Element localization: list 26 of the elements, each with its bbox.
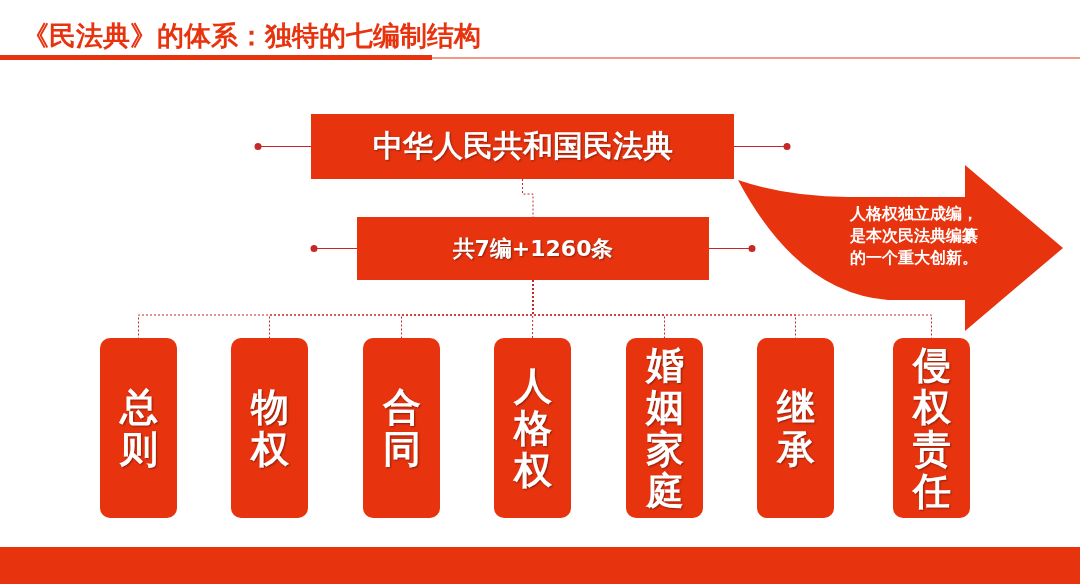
dot-line	[733, 143, 791, 150]
part-box	[363, 338, 440, 518]
callout-text: 人格权独立成编，是本次民法典编纂的一个重大创新。	[850, 203, 979, 269]
part-label: 继承	[775, 386, 816, 470]
callout-arrow	[738, 165, 1064, 331]
box-label: 中华人民共和国民法典	[372, 127, 673, 165]
dot-line	[310, 245, 358, 252]
part-label: 总则	[118, 386, 159, 470]
part-label: 物权	[249, 386, 290, 470]
part-label: 侵权责任	[911, 344, 952, 512]
title-box	[311, 114, 734, 179]
dot-line	[708, 245, 756, 252]
part-box	[231, 338, 308, 518]
part-box	[100, 338, 177, 518]
part-box	[494, 338, 571, 518]
connector-line	[522, 178, 534, 218]
count-box	[357, 217, 709, 280]
part-box	[626, 338, 703, 518]
part-label: 婚姻家庭	[644, 344, 685, 512]
box-label: 共7编+1260条	[452, 234, 614, 263]
part-box	[757, 338, 834, 518]
slide-title: 《民法典》的体系：独特的七编制结构	[22, 19, 481, 53]
part-box	[893, 338, 970, 518]
part-label: 合同	[381, 386, 422, 470]
dot-line	[254, 143, 312, 150]
part-label: 人格权	[512, 365, 553, 491]
